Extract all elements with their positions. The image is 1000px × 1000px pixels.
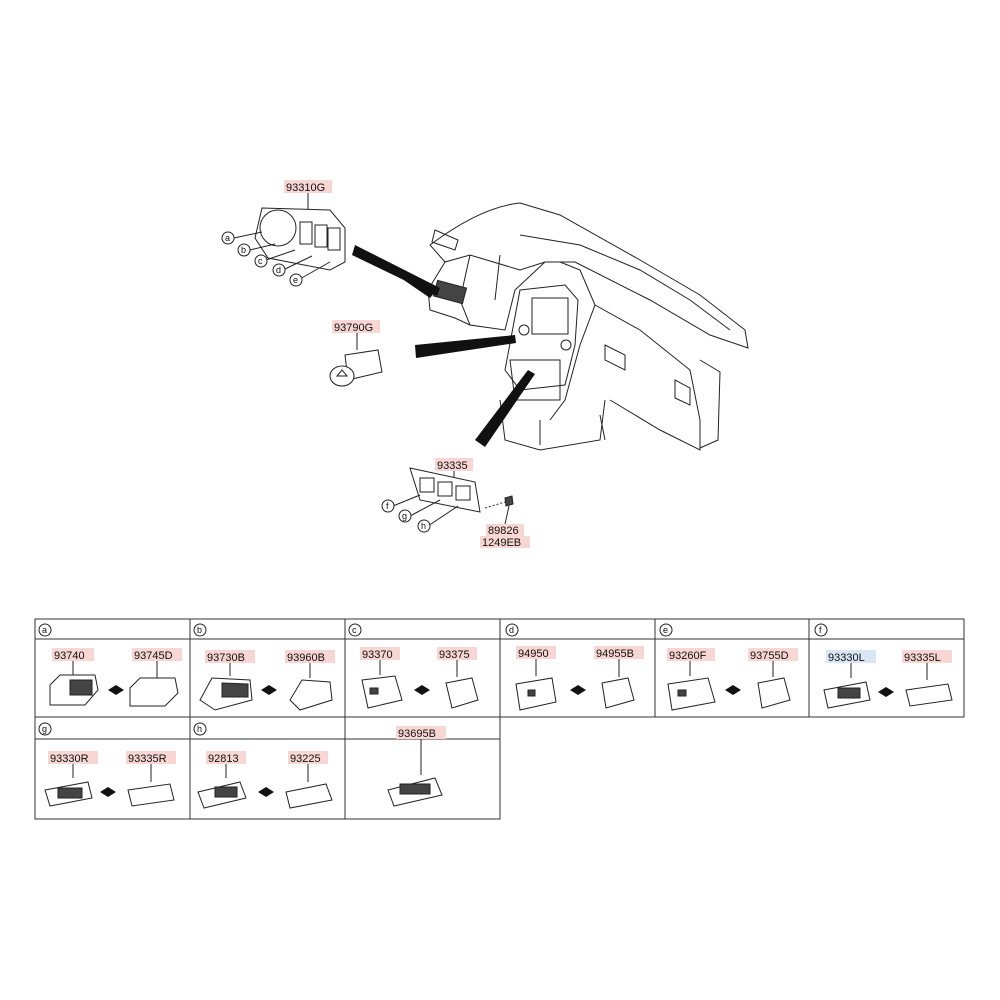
part-label-1249eb: 1249EB <box>482 537 521 549</box>
svg-text:92813: 92813 <box>208 753 239 765</box>
svg-text:h: h <box>421 521 426 531</box>
svg-text:93335R: 93335R <box>128 753 167 765</box>
table-cell-b: b 93730B 93960B <box>193 623 335 711</box>
svg-text:e: e <box>293 275 298 285</box>
svg-text:e: e <box>663 625 668 635</box>
callout-f: f <box>381 499 395 513</box>
svg-text:93370: 93370 <box>362 649 393 661</box>
svg-text:93730B: 93730B <box>207 652 245 664</box>
table-cell-f: f 93330L 93335L <box>814 623 953 709</box>
part-label-93310g: 93310G <box>286 182 325 194</box>
callout-b: b <box>237 243 251 257</box>
svg-text:93260F: 93260F <box>669 650 707 662</box>
callout-e: e <box>289 273 303 287</box>
swap-arrow-icon <box>100 787 116 797</box>
parts-table: a 93740 93745D b 93730B 93960B c 93370 9… <box>34 618 965 820</box>
table-cell-e: e 93260F 93755D <box>659 623 798 711</box>
svg-text:93960B: 93960B <box>287 652 325 664</box>
svg-text:f: f <box>386 501 389 511</box>
svg-text:93755D: 93755D <box>750 650 789 662</box>
svg-text:a: a <box>225 233 230 243</box>
svg-text:g: g <box>402 511 407 521</box>
table-cell-a: a 93740 93745D <box>38 623 182 707</box>
svg-text:93225: 93225 <box>290 753 321 765</box>
callout-g: g <box>398 509 412 523</box>
svg-text:b: b <box>241 245 246 255</box>
svg-text:g: g <box>42 724 47 734</box>
svg-text:b: b <box>197 625 202 635</box>
svg-text:93745D: 93745D <box>134 650 173 662</box>
callout-c: c <box>254 254 268 268</box>
part-label-93790g: 93790G <box>334 322 373 334</box>
swap-arrow-icon <box>725 685 741 695</box>
svg-text:c: c <box>352 625 357 635</box>
table-cell-g: g 93330R 93335R <box>38 722 176 807</box>
swap-arrow-icon <box>878 687 894 697</box>
svg-text:93330L: 93330L <box>828 652 865 664</box>
switch-assembly-93310g: 93310G a b c d e <box>221 180 346 287</box>
switch-93790g: 93790G <box>329 320 383 387</box>
svg-text:93375: 93375 <box>439 649 470 661</box>
svg-text:c: c <box>258 256 263 266</box>
part-label-89826: 89826 <box>488 525 519 537</box>
svg-text:93335L: 93335L <box>904 652 941 664</box>
swap-arrow-icon <box>108 685 124 695</box>
table-cell-c: c 93370 93375 <box>348 623 479 709</box>
swap-arrow-icon <box>258 787 274 797</box>
table-cell-93695b: 93695B <box>387 726 446 807</box>
table-cell-d: d 94950 94955B <box>505 623 644 711</box>
swap-arrow-icon <box>414 685 430 695</box>
dashboard-illustration <box>427 202 749 451</box>
leader-arrows <box>352 245 535 447</box>
table-cell-h: h 92813 93225 <box>193 722 333 809</box>
svg-text:d: d <box>509 625 514 635</box>
svg-text:a: a <box>42 625 47 635</box>
svg-text:94955B: 94955B <box>596 648 634 660</box>
svg-text:h: h <box>197 724 202 734</box>
swap-arrow-icon <box>570 685 586 695</box>
callout-a: a <box>221 231 235 245</box>
svg-text:93330R: 93330R <box>50 753 89 765</box>
callout-d: d <box>272 263 286 277</box>
svg-text:93740: 93740 <box>54 650 85 662</box>
svg-text:d: d <box>276 265 281 275</box>
svg-text:f: f <box>819 625 822 635</box>
part-label-93335: 93335 <box>437 460 468 472</box>
callout-h: h <box>417 519 431 533</box>
svg-text:94950: 94950 <box>518 648 549 660</box>
svg-text:93695B: 93695B <box>398 728 436 740</box>
switch-assembly-93335: 93335 f g h 89826 1249EB <box>381 458 530 549</box>
swap-arrow-icon <box>261 685 277 695</box>
